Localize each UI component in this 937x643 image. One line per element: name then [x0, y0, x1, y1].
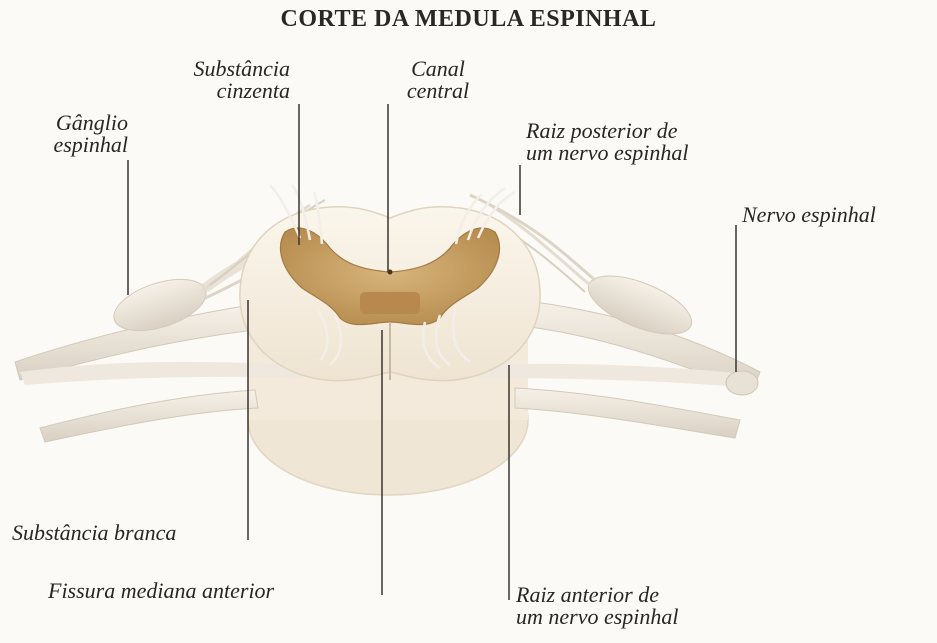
- label-canal-central: Canal central: [390, 58, 486, 102]
- label-substancia-branca: Substância branca: [12, 522, 176, 544]
- label-raiz-anterior: Raiz anterior de um nervo espinhal: [516, 584, 679, 628]
- label-nervo-espinhal: Nervo espinhal: [742, 204, 876, 226]
- label-ganglio-espinhal: Gânglio espinhal: [20, 112, 128, 156]
- page-title: CORTE DA MEDULA ESPINHAL: [0, 6, 937, 33]
- spinal-nerve-right: [726, 371, 758, 395]
- label-fissura-mediana: Fissura mediana anterior: [48, 580, 274, 602]
- label-raiz-posterior: Raiz posterior de um nervo espinhal: [526, 120, 689, 164]
- label-substancia-cinzenta: Substância cinzenta: [150, 58, 290, 102]
